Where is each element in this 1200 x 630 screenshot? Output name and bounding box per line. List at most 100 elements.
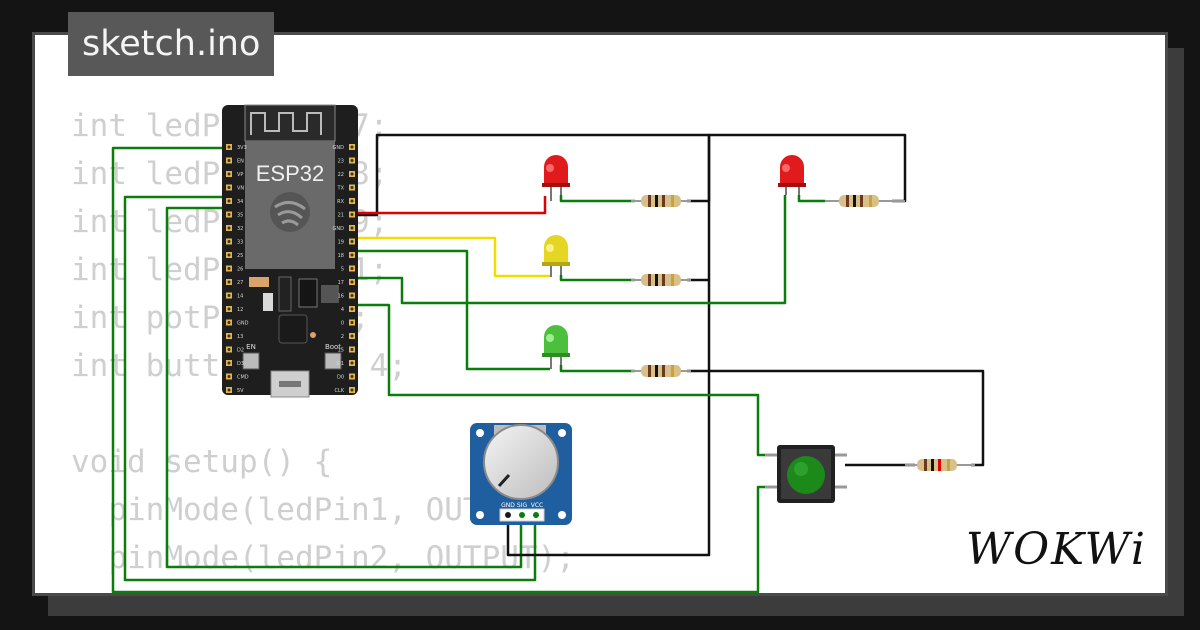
wire-led3-res xyxy=(559,365,635,373)
left-pin-hole xyxy=(227,186,231,189)
wire-pot-vcc xyxy=(123,195,537,582)
right-pin-label: 21 xyxy=(338,213,344,219)
potentiometer[interactable]: GND SIG VCC xyxy=(470,423,572,525)
pot-knob[interactable] xyxy=(483,424,559,500)
wire-button-signal xyxy=(355,303,775,457)
right-pin-hole xyxy=(350,199,354,203)
board-component xyxy=(263,293,273,311)
resistor-1[interactable] xyxy=(631,195,691,207)
right-pin-label: 22 xyxy=(338,172,344,178)
right-pin-label: 4 xyxy=(341,307,344,313)
code-line-8: void setup() { xyxy=(71,444,333,480)
left-pin-hole xyxy=(227,321,231,324)
board-component xyxy=(249,277,269,287)
wire-red-led1 xyxy=(355,196,547,215)
left-pin-hole xyxy=(227,294,231,297)
left-pin-header: 3V3ENVPVN343532332526271412GND13D2D3CMD5… xyxy=(226,144,249,394)
esp32-board[interactable]: ESP32 EN Boot 3V3ENVPVN34353233252627141… xyxy=(222,104,358,398)
right-pin-label: 2 xyxy=(341,334,344,340)
preview-card: int ledPin1 = 17;int ledPin2 = 18;int le… xyxy=(32,32,1168,596)
wire-red-led2 xyxy=(355,195,787,305)
left-pin-label: 25 xyxy=(237,253,243,259)
right-pin-label: 15 xyxy=(338,348,344,354)
circuit-diagram: ESP32 EN Boot 3V3ENVPVN34353233252627141… xyxy=(111,104,985,593)
board-component xyxy=(278,276,292,312)
code-line-10: pinMode(ledPin2, OUTPUT); xyxy=(71,540,575,576)
resistor-5[interactable] xyxy=(905,459,975,471)
left-pin-hole xyxy=(227,199,231,203)
led-green[interactable] xyxy=(542,325,570,369)
pot-pin-sig: SIG xyxy=(517,502,528,509)
left-pin-label: EN xyxy=(237,159,244,165)
left-pin-hole xyxy=(227,213,231,216)
right-pin-label: 5 xyxy=(341,267,344,273)
right-pin-label: TX xyxy=(337,186,345,192)
right-pin-hole xyxy=(350,267,354,270)
logo-swirl xyxy=(274,201,306,227)
left-pin-label: 34 xyxy=(237,199,243,205)
left-pin-hole xyxy=(227,348,231,351)
right-pin-label: GND xyxy=(333,145,345,151)
led-indicator xyxy=(310,332,316,338)
usb-port-slot xyxy=(279,381,301,387)
resistor-3[interactable] xyxy=(631,365,691,377)
pot-pin-gnd: GND xyxy=(501,502,515,509)
usb-chip xyxy=(278,314,308,344)
led-red-1[interactable] xyxy=(542,155,570,201)
left-pin-label: 13 xyxy=(237,334,243,340)
wire-green-led xyxy=(355,249,550,371)
right-pin-hole xyxy=(350,280,354,284)
left-pin-hole xyxy=(227,280,231,284)
right-pin-hole xyxy=(350,307,354,311)
right-pin-hole xyxy=(350,294,354,297)
pushbutton[interactable] xyxy=(765,445,847,503)
pushbutton-cap[interactable] xyxy=(787,456,825,494)
en-button[interactable] xyxy=(242,352,260,370)
led-yellow[interactable] xyxy=(542,235,570,277)
left-pin-label: 33 xyxy=(237,240,243,246)
left-pin-label: VN xyxy=(237,186,244,192)
resistor-2[interactable] xyxy=(631,274,691,286)
pot-pin-vcc: VCC xyxy=(531,502,543,509)
right-pin-label: 17 xyxy=(338,280,344,286)
left-pin-label: 35 xyxy=(237,213,243,219)
left-pin-hole xyxy=(227,267,231,270)
left-pin-hole xyxy=(227,226,231,230)
left-pin-hole xyxy=(227,307,231,311)
right-pin-hole xyxy=(350,213,354,216)
filename-tab: sketch.ino xyxy=(68,12,275,76)
led-red-2[interactable] xyxy=(778,155,806,195)
left-pin-hole xyxy=(227,388,231,392)
left-pin-label: VP xyxy=(237,172,243,178)
right-pin-hole xyxy=(350,172,354,176)
resistor-4[interactable] xyxy=(825,195,905,207)
right-pin-hole xyxy=(350,321,354,324)
left-pin-label: 5V xyxy=(237,388,244,394)
left-pin-label: GND xyxy=(237,321,249,327)
wire-3v3-button xyxy=(111,146,775,593)
wire-led2-res xyxy=(559,275,635,282)
right-pin-hole xyxy=(350,145,354,149)
right-pin-hole xyxy=(350,226,354,230)
left-pin-label: D3 xyxy=(237,361,244,367)
right-pin-hole xyxy=(350,253,354,257)
board-component xyxy=(321,285,339,303)
left-pin-hole xyxy=(227,172,231,176)
right-pin-label: 18 xyxy=(338,253,344,259)
right-pin-label: 0 xyxy=(341,321,344,327)
wire-gnd-top xyxy=(355,133,711,217)
right-pin-hole xyxy=(350,334,354,338)
right-pin-hole xyxy=(350,361,354,365)
right-pin-label: GND xyxy=(333,226,345,232)
left-pin-label: 32 xyxy=(237,226,243,232)
left-pin-hole xyxy=(227,375,231,378)
pot-pointer xyxy=(497,473,511,488)
antenna-trace xyxy=(250,112,322,135)
right-pin-hole xyxy=(350,388,354,392)
left-pin-label: 27 xyxy=(237,280,243,286)
right-pin-hole xyxy=(350,186,354,189)
left-pin-hole xyxy=(227,145,231,149)
boot-button[interactable] xyxy=(324,352,342,370)
wokwi-logo: WOKWi xyxy=(965,524,1147,575)
